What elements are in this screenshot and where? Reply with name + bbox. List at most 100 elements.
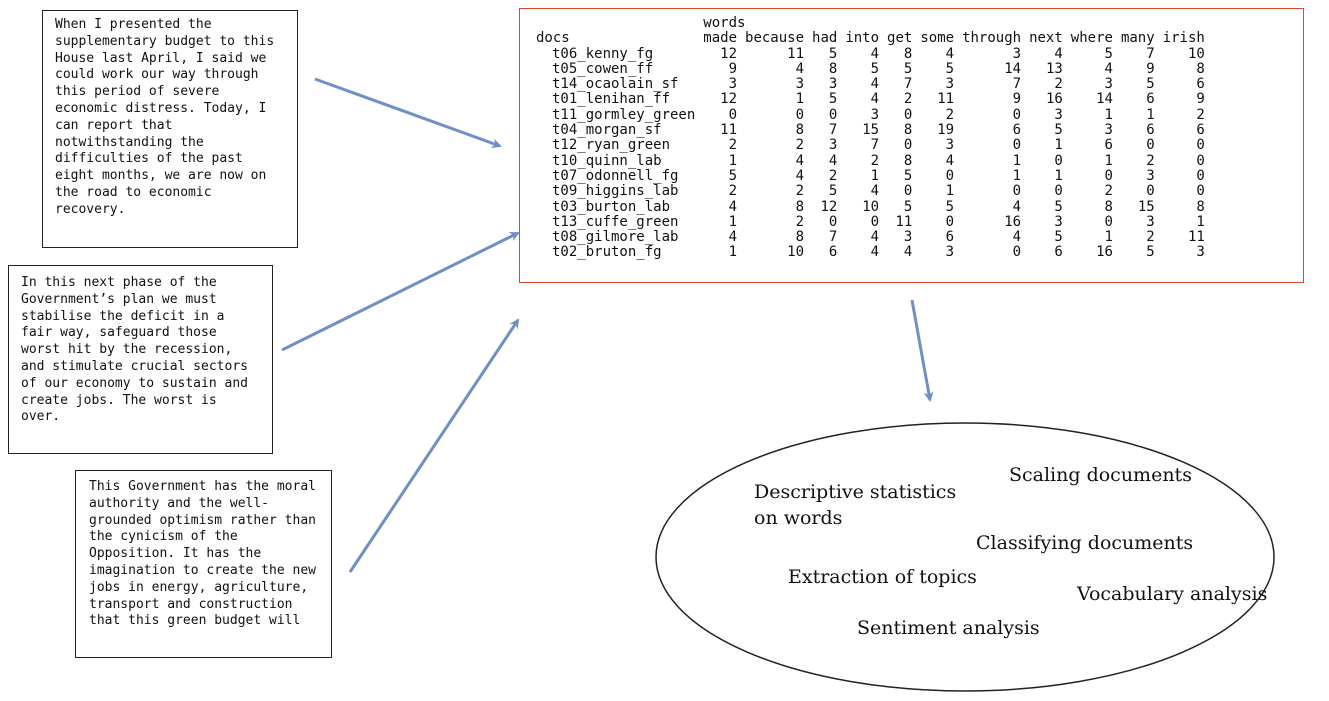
dfm-cell: 1 — [795, 91, 805, 108]
dfm-cell: 2 — [1146, 229, 1155, 246]
dfm-cell: 1 — [1054, 167, 1063, 184]
dfm-cell: 4 — [1054, 45, 1063, 62]
dfm-cell: 5 — [828, 45, 838, 62]
dfm-cell: 0 — [945, 213, 955, 230]
dfm-cell: 1 — [945, 183, 955, 200]
dfm-doc-name: t01_lenihan_ff — [552, 91, 671, 108]
dfm-cell: 9 — [1146, 60, 1155, 77]
dfm-cell: 11 — [720, 122, 738, 139]
dfm-cell: 2 — [728, 137, 738, 154]
dfm-cell: 12 — [820, 198, 838, 215]
dfm-cell: 11 — [895, 213, 913, 230]
dfm-column-header: because — [745, 30, 805, 47]
dfm-cell: 5 — [828, 183, 838, 200]
dfm-cell: 0 — [945, 167, 955, 184]
dfm-cell: 4 — [795, 60, 805, 77]
dfm-column-header: next — [1029, 30, 1063, 47]
dfm-cell: 15 — [1137, 198, 1155, 215]
app-sentiment-analysis: Sentiment analysis — [857, 617, 1040, 639]
dfm-cell: 0 — [728, 106, 738, 123]
dfm-cell: 5 — [1146, 76, 1155, 93]
dfm-doc-name: t04_morgan_sf — [552, 122, 662, 139]
dfm-cell: 4 — [945, 45, 955, 62]
dfm-cell: 3 — [1196, 244, 1205, 261]
dfm-cell: 12 — [720, 91, 738, 108]
dfm-cell: 4 — [828, 152, 838, 169]
dfm-cell: 0 — [1012, 244, 1022, 261]
dfm-cell: 16 — [1004, 213, 1022, 230]
dfm-cell: 3 — [1054, 106, 1063, 123]
dfm-cell: 3 — [1054, 213, 1063, 230]
dfm-column-header: had — [812, 30, 838, 47]
dfm-cell: 6 — [1054, 244, 1063, 261]
dfm-cell: 4 — [1104, 60, 1113, 77]
dfm-doc-name: t14_ocaolain_sf — [552, 76, 679, 93]
dfm-docs-label: docs — [536, 30, 570, 47]
dfm-cell: 2 — [795, 137, 805, 154]
dfm-column-header: some — [920, 30, 955, 47]
speech-excerpt-box-3: This Government has the moral authority … — [75, 470, 332, 658]
dfm-cell: 3 — [1146, 167, 1155, 184]
dfm-cell: 3 — [945, 76, 955, 93]
app-descriptive-statistics-line2: on words — [754, 507, 843, 529]
dfm-cell: 5 — [828, 91, 838, 108]
app-scaling-documents: Scaling documents — [1009, 464, 1192, 486]
dfm-cell: 11 — [937, 91, 955, 108]
dfm-cell: 6 — [1146, 91, 1155, 108]
dfm-cell: 2 — [903, 91, 913, 108]
dfm-cell: 7 — [1146, 45, 1155, 62]
dfm-cell: 7 — [828, 229, 838, 246]
dfm-cell: 0 — [1054, 152, 1063, 169]
dfm-cell: 6 — [945, 229, 955, 246]
dfm-cell: 2 — [870, 152, 880, 169]
dfm-cell: 5 — [1054, 229, 1063, 246]
dfm-cell: 4 — [945, 152, 955, 169]
dfm-cell: 5 — [903, 60, 913, 77]
dfm-doc-name: t05_cowen_ff — [552, 60, 654, 77]
dfm-cell: 2 — [1054, 76, 1063, 93]
dfm-cell: 1 — [1054, 137, 1063, 154]
dfm-header-words-row: words — [536, 15, 1205, 31]
dfm-cell: 1 — [1196, 213, 1205, 230]
dfm-doc-name: t02_bruton_fg — [552, 244, 662, 261]
dfm-cell: 1 — [728, 152, 738, 169]
dfm-cell: 1 — [1146, 106, 1155, 123]
dfm-cell: 4 — [870, 183, 880, 200]
dfm-cell: 0 — [828, 213, 838, 230]
app-classifying-documents: Classifying documents — [976, 532, 1194, 554]
dfm-doc-name: t09_higgins_lab — [552, 183, 679, 200]
dfm-cell: 4 — [795, 152, 805, 169]
dfm-cell: 1 — [728, 213, 738, 230]
dfm-doc-name: t10_quinn_lab — [552, 152, 662, 169]
dfm-cell: 3 — [945, 244, 955, 261]
dfm-cell: 2 — [1104, 183, 1113, 200]
dfm-cell: 7 — [903, 76, 913, 93]
dfm-cell: 0 — [1196, 183, 1205, 200]
dfm-cell: 10 — [787, 244, 805, 261]
dfm-cell: 8 — [1196, 60, 1205, 77]
dfm-cell: 9 — [1196, 91, 1205, 108]
dfm-cell: 5 — [728, 167, 738, 184]
dfm-cell: 8 — [903, 122, 913, 139]
dfm-cell: 5 — [1054, 198, 1063, 215]
dfm-cell: 1 — [1104, 152, 1113, 169]
dfm-doc-name: t03_burton_lab — [552, 198, 671, 215]
dfm-cell: 8 — [1196, 198, 1205, 215]
dfm-cell: 3 — [828, 76, 838, 93]
dfm-cell: 6 — [1196, 76, 1205, 93]
dfm-cell: 0 — [903, 106, 913, 123]
dfm-cell: 0 — [1012, 106, 1022, 123]
dfm-cell: 2 — [1146, 152, 1155, 169]
dfm-cell: 8 — [795, 198, 805, 215]
dfm-cell: 4 — [870, 229, 880, 246]
dfm-cell: 10 — [1187, 45, 1205, 62]
dfm-cell: 0 — [828, 106, 838, 123]
dfm-column-header: where — [1070, 30, 1113, 47]
